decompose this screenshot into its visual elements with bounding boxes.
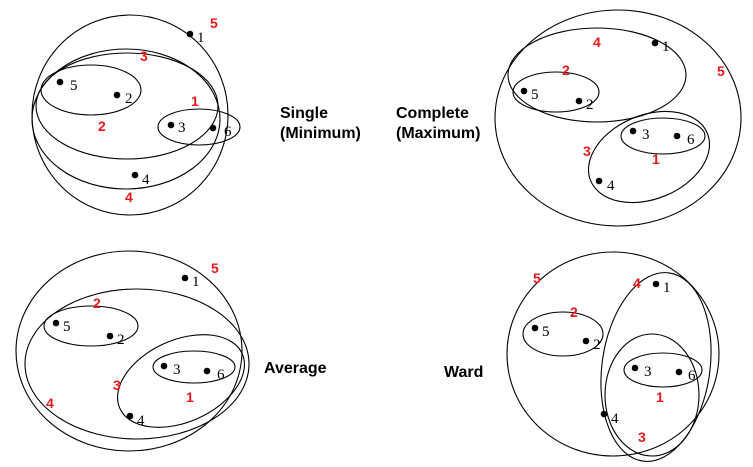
cluster-outline bbox=[600, 272, 712, 462]
panel-single: 1 5 2 3 6 4 5 3 1 2 4 Single (Minimum) bbox=[31, 14, 361, 216]
data-point bbox=[520, 87, 528, 95]
data-point bbox=[631, 364, 639, 372]
point-label: 6 bbox=[687, 132, 695, 148]
point-label: 5 bbox=[70, 78, 78, 94]
merge-order-label: 3 bbox=[140, 48, 148, 64]
data-point bbox=[209, 124, 217, 132]
cluster-outline bbox=[40, 64, 142, 116]
cluster-outline bbox=[117, 334, 245, 428]
point-label: 3 bbox=[644, 364, 652, 380]
panel-average: 1 5 2 3 6 4 5 2 3 1 4 Average bbox=[15, 250, 327, 452]
method-title: Average bbox=[264, 360, 327, 377]
cluster-outline bbox=[506, 251, 720, 457]
cluster-outline bbox=[43, 305, 139, 347]
data-point bbox=[131, 171, 139, 179]
point-label: 1 bbox=[662, 39, 670, 55]
data-point bbox=[675, 368, 683, 376]
cluster-outline bbox=[620, 117, 706, 155]
point-label: 4 bbox=[137, 413, 145, 429]
merge-order-label: 5 bbox=[717, 63, 725, 79]
merge-order-label: 4 bbox=[633, 275, 641, 291]
cluster-outline bbox=[507, 27, 687, 123]
merge-order-label: 2 bbox=[98, 118, 106, 134]
merge-order-label: 4 bbox=[125, 189, 133, 205]
data-point bbox=[203, 367, 211, 375]
panel-complete: 1 5 2 3 6 4 4 2 5 3 1 Complete (Maximum) bbox=[396, 9, 742, 227]
merge-order-label: 2 bbox=[562, 62, 570, 78]
data-point bbox=[595, 177, 603, 185]
merge-order-label: 1 bbox=[186, 389, 194, 405]
point-label: 4 bbox=[607, 178, 615, 194]
data-point bbox=[113, 91, 121, 99]
merge-order-label: 3 bbox=[583, 143, 591, 159]
point-label: 6 bbox=[217, 367, 225, 383]
data-point bbox=[186, 30, 194, 38]
merge-order-label: 1 bbox=[652, 151, 660, 167]
merge-order-label: 4 bbox=[46, 395, 54, 411]
cluster-outline bbox=[157, 108, 241, 146]
data-point bbox=[181, 274, 189, 282]
merge-order-label: 4 bbox=[593, 34, 601, 50]
panel-ward: 1 5 2 3 6 4 5 4 2 1 3 Ward bbox=[444, 251, 720, 462]
cluster-outline bbox=[623, 352, 703, 388]
point-label: 5 bbox=[531, 87, 539, 103]
cluster-outline bbox=[31, 48, 221, 190]
data-point bbox=[160, 362, 168, 370]
point-label: 1 bbox=[192, 274, 200, 290]
point-label: 3 bbox=[178, 120, 186, 136]
data-point bbox=[56, 78, 64, 86]
point-label: 2 bbox=[125, 91, 133, 107]
cluster-outline bbox=[522, 311, 604, 357]
point-label: 3 bbox=[642, 127, 650, 143]
method-title: Ward bbox=[444, 364, 483, 381]
cluster-outline bbox=[494, 9, 742, 227]
data-point bbox=[600, 410, 608, 418]
data-point bbox=[126, 412, 134, 420]
cluster-outline bbox=[512, 71, 600, 113]
merge-order-label: 2 bbox=[93, 295, 101, 311]
point-label: 4 bbox=[142, 172, 150, 188]
point-label: 2 bbox=[586, 97, 594, 113]
method-title: (Maximum) bbox=[396, 125, 480, 142]
merge-order-label: 2 bbox=[570, 304, 578, 320]
merge-order-label: 3 bbox=[113, 377, 121, 393]
data-point bbox=[652, 280, 660, 288]
merge-order-label: 5 bbox=[211, 260, 219, 276]
merge-order-label: 5 bbox=[210, 15, 218, 31]
method-title: (Minimum) bbox=[280, 125, 361, 142]
cluster-outline bbox=[35, 52, 219, 160]
data-point bbox=[52, 319, 60, 327]
point-label: 3 bbox=[173, 362, 181, 378]
data-point bbox=[575, 97, 583, 105]
point-label: 2 bbox=[117, 332, 125, 348]
merge-order-label: 1 bbox=[656, 389, 664, 405]
point-label: 4 bbox=[611, 411, 619, 427]
cluster-outline bbox=[24, 288, 250, 440]
data-point bbox=[531, 324, 539, 332]
merge-order-label: 1 bbox=[191, 93, 199, 109]
data-point bbox=[582, 337, 590, 345]
data-point bbox=[651, 39, 659, 47]
point-label: 6 bbox=[688, 368, 696, 384]
point-label: 1 bbox=[197, 30, 205, 46]
data-point bbox=[629, 127, 637, 135]
point-label: 1 bbox=[663, 280, 671, 296]
point-label: 5 bbox=[542, 324, 550, 340]
point-label: 2 bbox=[593, 337, 601, 353]
point-label: 5 bbox=[63, 319, 71, 335]
cluster-outline bbox=[604, 333, 700, 457]
cluster-outline bbox=[152, 350, 236, 384]
data-point bbox=[167, 121, 175, 129]
data-point bbox=[673, 132, 681, 140]
cluster-outline bbox=[15, 250, 243, 452]
data-point bbox=[106, 332, 114, 340]
cluster-outline bbox=[587, 110, 711, 204]
point-label: 6 bbox=[224, 124, 232, 140]
method-title: Complete bbox=[396, 105, 469, 122]
merge-order-label: 5 bbox=[533, 270, 541, 286]
merge-order-label: 3 bbox=[638, 429, 646, 445]
method-title: Single bbox=[280, 105, 328, 122]
